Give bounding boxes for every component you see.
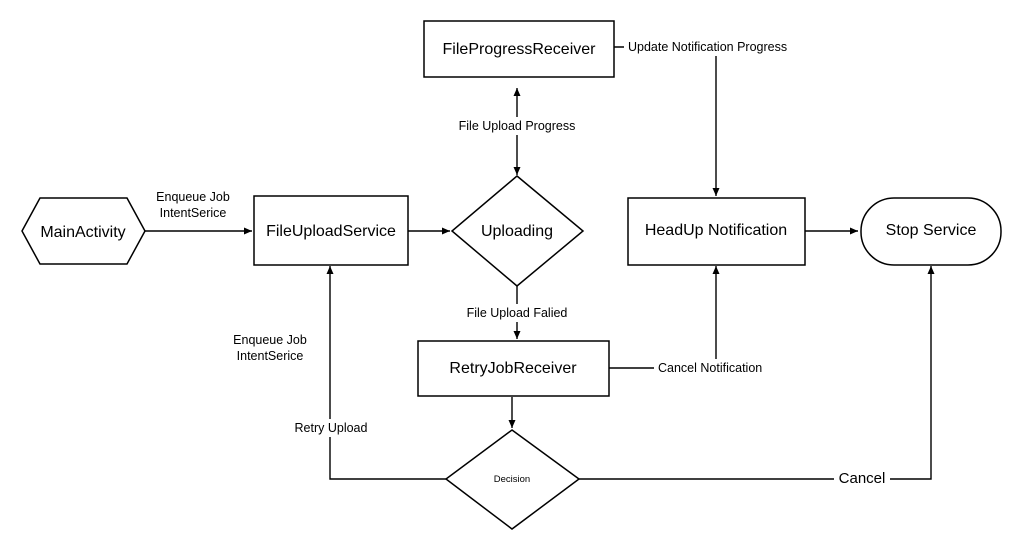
- node-label-decision: Decision: [494, 474, 530, 485]
- edge-label-update-notification-progress: Update Notification Progress: [628, 40, 787, 54]
- node-fileuploadservice: FileUploadService: [253, 195, 409, 266]
- edge-label-file-upload-failed: File Upload Falied: [467, 306, 568, 320]
- node-label-retryjobreceiver: RetryJobReceiver: [449, 360, 577, 377]
- node-stopservice: Stop Service: [860, 197, 1002, 266]
- node-label-fileuploadservice: FileUploadService: [266, 223, 396, 240]
- label-bg-cancel-notification: [654, 359, 772, 377]
- edge-decision-to-stopservice: [579, 266, 935, 480]
- edge-label-file-upload-progress: File Upload Progress: [459, 119, 576, 133]
- node-label-uploading: Uploading: [481, 223, 553, 240]
- label-bg-upload-progress: [450, 117, 584, 135]
- edge-label-enqueue-job-top-2: IntentSerice: [160, 206, 227, 220]
- node-label-mainactivity: MainActivity: [40, 224, 125, 241]
- edge-label-cancel-notification: Cancel Notification: [658, 361, 762, 375]
- label-bg-upload-failed: [458, 304, 576, 322]
- edge-label-cancel: Cancel: [839, 470, 886, 487]
- node-label-headupnotification: HeadUp Notification: [645, 222, 787, 239]
- node-retryjobreceiver: RetryJobReceiver: [417, 340, 610, 397]
- node-uploading: Uploading: [450, 175, 585, 287]
- edge-retryjobreceiver-to-headup: [609, 266, 720, 369]
- edge-label-enqueue-job-left-2: IntentSerice: [237, 349, 304, 363]
- node-label-fileprogressreceiver: FileProgressReceiver: [443, 41, 597, 58]
- label-bg-update-progress: [624, 38, 802, 56]
- node-decision: Decision: [444, 429, 581, 530]
- node-label-stopservice: Stop Service: [886, 222, 977, 239]
- label-bg-retry-upload: [284, 419, 378, 437]
- edge-label-retry-upload: Retry Upload: [295, 421, 368, 435]
- edge-decision-to-fileuploadservice: [326, 266, 446, 480]
- node-mainactivity: MainActivity: [21, 197, 146, 265]
- label-bg-cancel: [834, 468, 890, 488]
- node-headupnotification: HeadUp Notification: [627, 197, 806, 266]
- edge-label-enqueue-job-top-1: Enqueue Job: [156, 190, 230, 204]
- node-fileprogressreceiver: FileProgressReceiver: [423, 20, 615, 78]
- edge-progressreceiver-to-headup: [614, 46, 720, 196]
- edge-label-enqueue-job-left-1: Enqueue Job: [233, 333, 307, 347]
